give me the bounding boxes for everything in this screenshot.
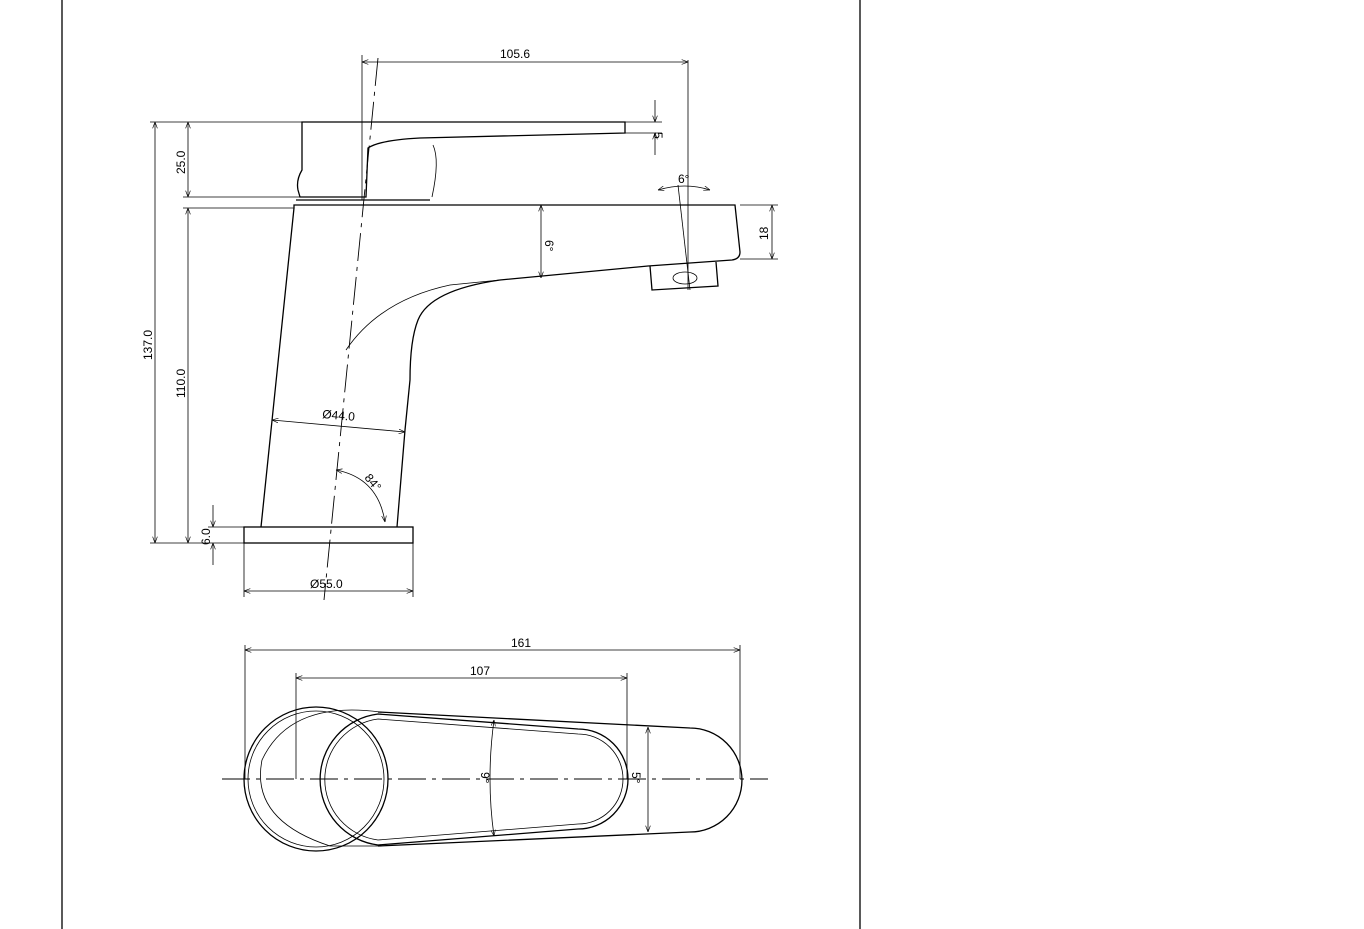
dim-body-angle: 84° [362, 471, 385, 494]
dim-body-diameter: Ø44.0 [322, 407, 356, 424]
base-plate [243, 526, 414, 544]
dim-spout-angle-top: 5° [629, 772, 643, 784]
top-view: 161 107 9° 5° [222, 636, 768, 852]
aerator-outlet [672, 271, 698, 285]
side-view: 105.6 5 6° 18 6° 137.0 25.0 110.0 6.0 Ø4… [141, 47, 778, 601]
base-circle-inner-arc [260, 709, 381, 847]
spout-outline [377, 711, 743, 847]
body-axis [323, 57, 379, 601]
handle-joint [431, 144, 437, 198]
dim-total-height: 137.0 [141, 330, 155, 360]
lever-outline [319, 713, 629, 846]
dim-spout-taper: 6° [542, 240, 556, 252]
dim-lever-thickness: 5 [651, 132, 665, 139]
dim-base-diameter: Ø55.0 [310, 577, 343, 591]
dim-body-height: 110.0 [174, 369, 188, 398]
spout-angle-line [677, 184, 691, 291]
dim-base-height: 6.0 [199, 528, 213, 545]
lever-inner-outline [324, 718, 624, 841]
dim-spout-end-height: 18 [757, 226, 771, 240]
handle [296, 121, 626, 198]
dim-arc-body-angle [336, 470, 385, 522]
dim-lever-angle: 9° [478, 772, 492, 784]
dim-lever-length: 107 [470, 664, 490, 678]
dim-spout-reach: 105.6 [500, 47, 530, 61]
aerator [649, 261, 719, 291]
dim-arc-lever-angle [489, 720, 494, 836]
spout-inner-curve [345, 279, 501, 351]
dim-total-length: 161 [511, 636, 531, 650]
dim-handle-height: 25.0 [174, 150, 188, 174]
dim-spout-angle: 6° [678, 172, 690, 186]
faucet-body [260, 204, 741, 528]
dim-arc-spout-angle [658, 185, 710, 190]
dim-line-body-diameter [272, 420, 405, 432]
